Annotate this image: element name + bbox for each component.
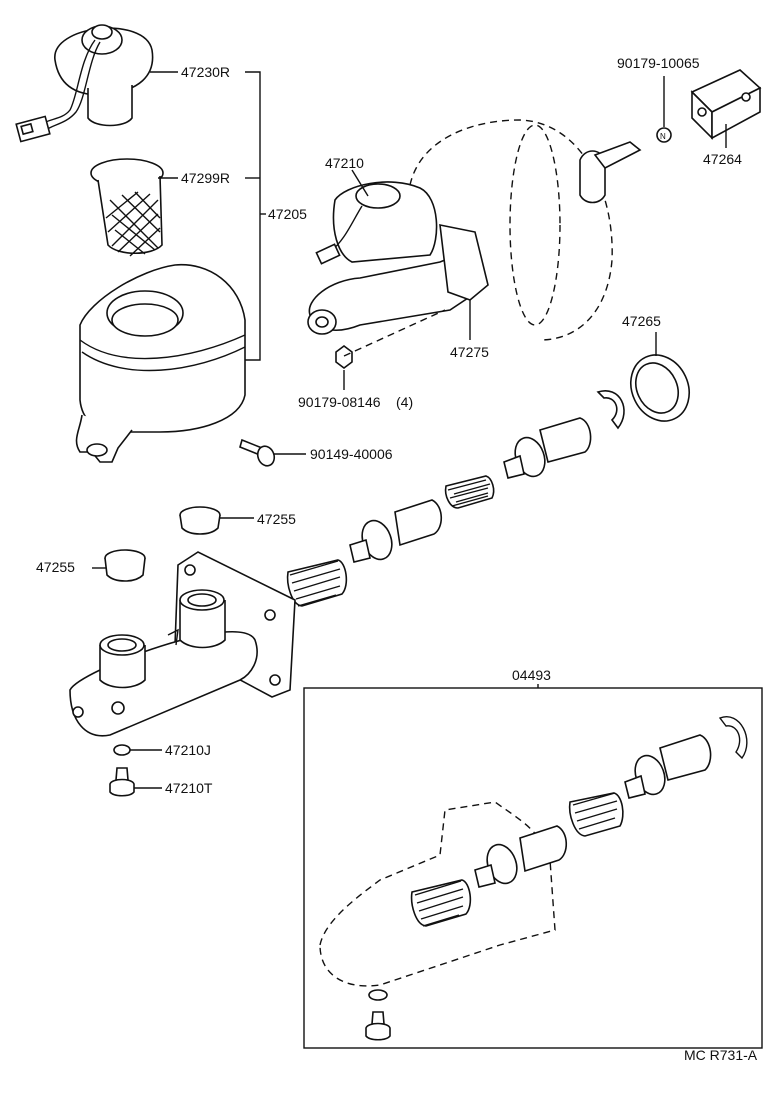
label-90149-40006: 90149-40006 — [310, 446, 393, 462]
nut-90179-10065-part: N — [656, 127, 672, 143]
grommet-lower-part — [104, 549, 146, 582]
kit-contents — [319, 715, 748, 1041]
label-47264: 47264 — [703, 151, 742, 167]
label-47210: 47210 — [325, 155, 364, 171]
label-90179-08146: 90179-08146 — [298, 394, 381, 410]
kit-box — [303, 687, 763, 1049]
label-47210J: 47210J — [165, 742, 211, 758]
reservoir-body-part — [75, 264, 246, 463]
label-47265: 47265 — [622, 313, 661, 329]
label-04493: 04493 — [512, 667, 551, 683]
nut-90179-08146-part — [335, 345, 353, 369]
label-47210T: 47210T — [165, 780, 213, 796]
label-47230R: 47230R — [181, 64, 230, 80]
screw-part — [239, 438, 276, 467]
label-90179-08146-qty: (4) — [396, 394, 413, 410]
lower-spring-part — [286, 559, 348, 607]
leader-lines — [92, 71, 727, 789]
grommet-upper-part — [179, 506, 221, 535]
reservoir-cap-part — [15, 24, 154, 143]
figure-reference: MC R731-A — [684, 1047, 758, 1063]
primary-piston-part — [349, 499, 443, 563]
boot-part — [630, 354, 690, 422]
bleeder-cap-part — [113, 744, 131, 756]
label-47255-upper: 47255 — [257, 511, 296, 527]
label-47205: 47205 — [268, 206, 307, 222]
label-47275: 47275 — [450, 344, 489, 360]
strainer-part — [90, 158, 164, 257]
snap-ring-part — [596, 390, 625, 430]
label-90179-10065: 90179-10065 — [617, 55, 700, 71]
bleeder-plug-part — [109, 767, 135, 797]
label-47299R: 47299R — [181, 170, 230, 186]
clevis-part — [690, 69, 762, 140]
master-cylinder-body-part — [69, 551, 296, 737]
upper-spring-part — [444, 475, 495, 509]
nut-symbol: N — [660, 132, 666, 141]
label-47255-lower: 47255 — [36, 559, 75, 575]
master-cylinder-assy-part — [307, 181, 489, 335]
secondary-piston-part — [503, 417, 592, 479]
